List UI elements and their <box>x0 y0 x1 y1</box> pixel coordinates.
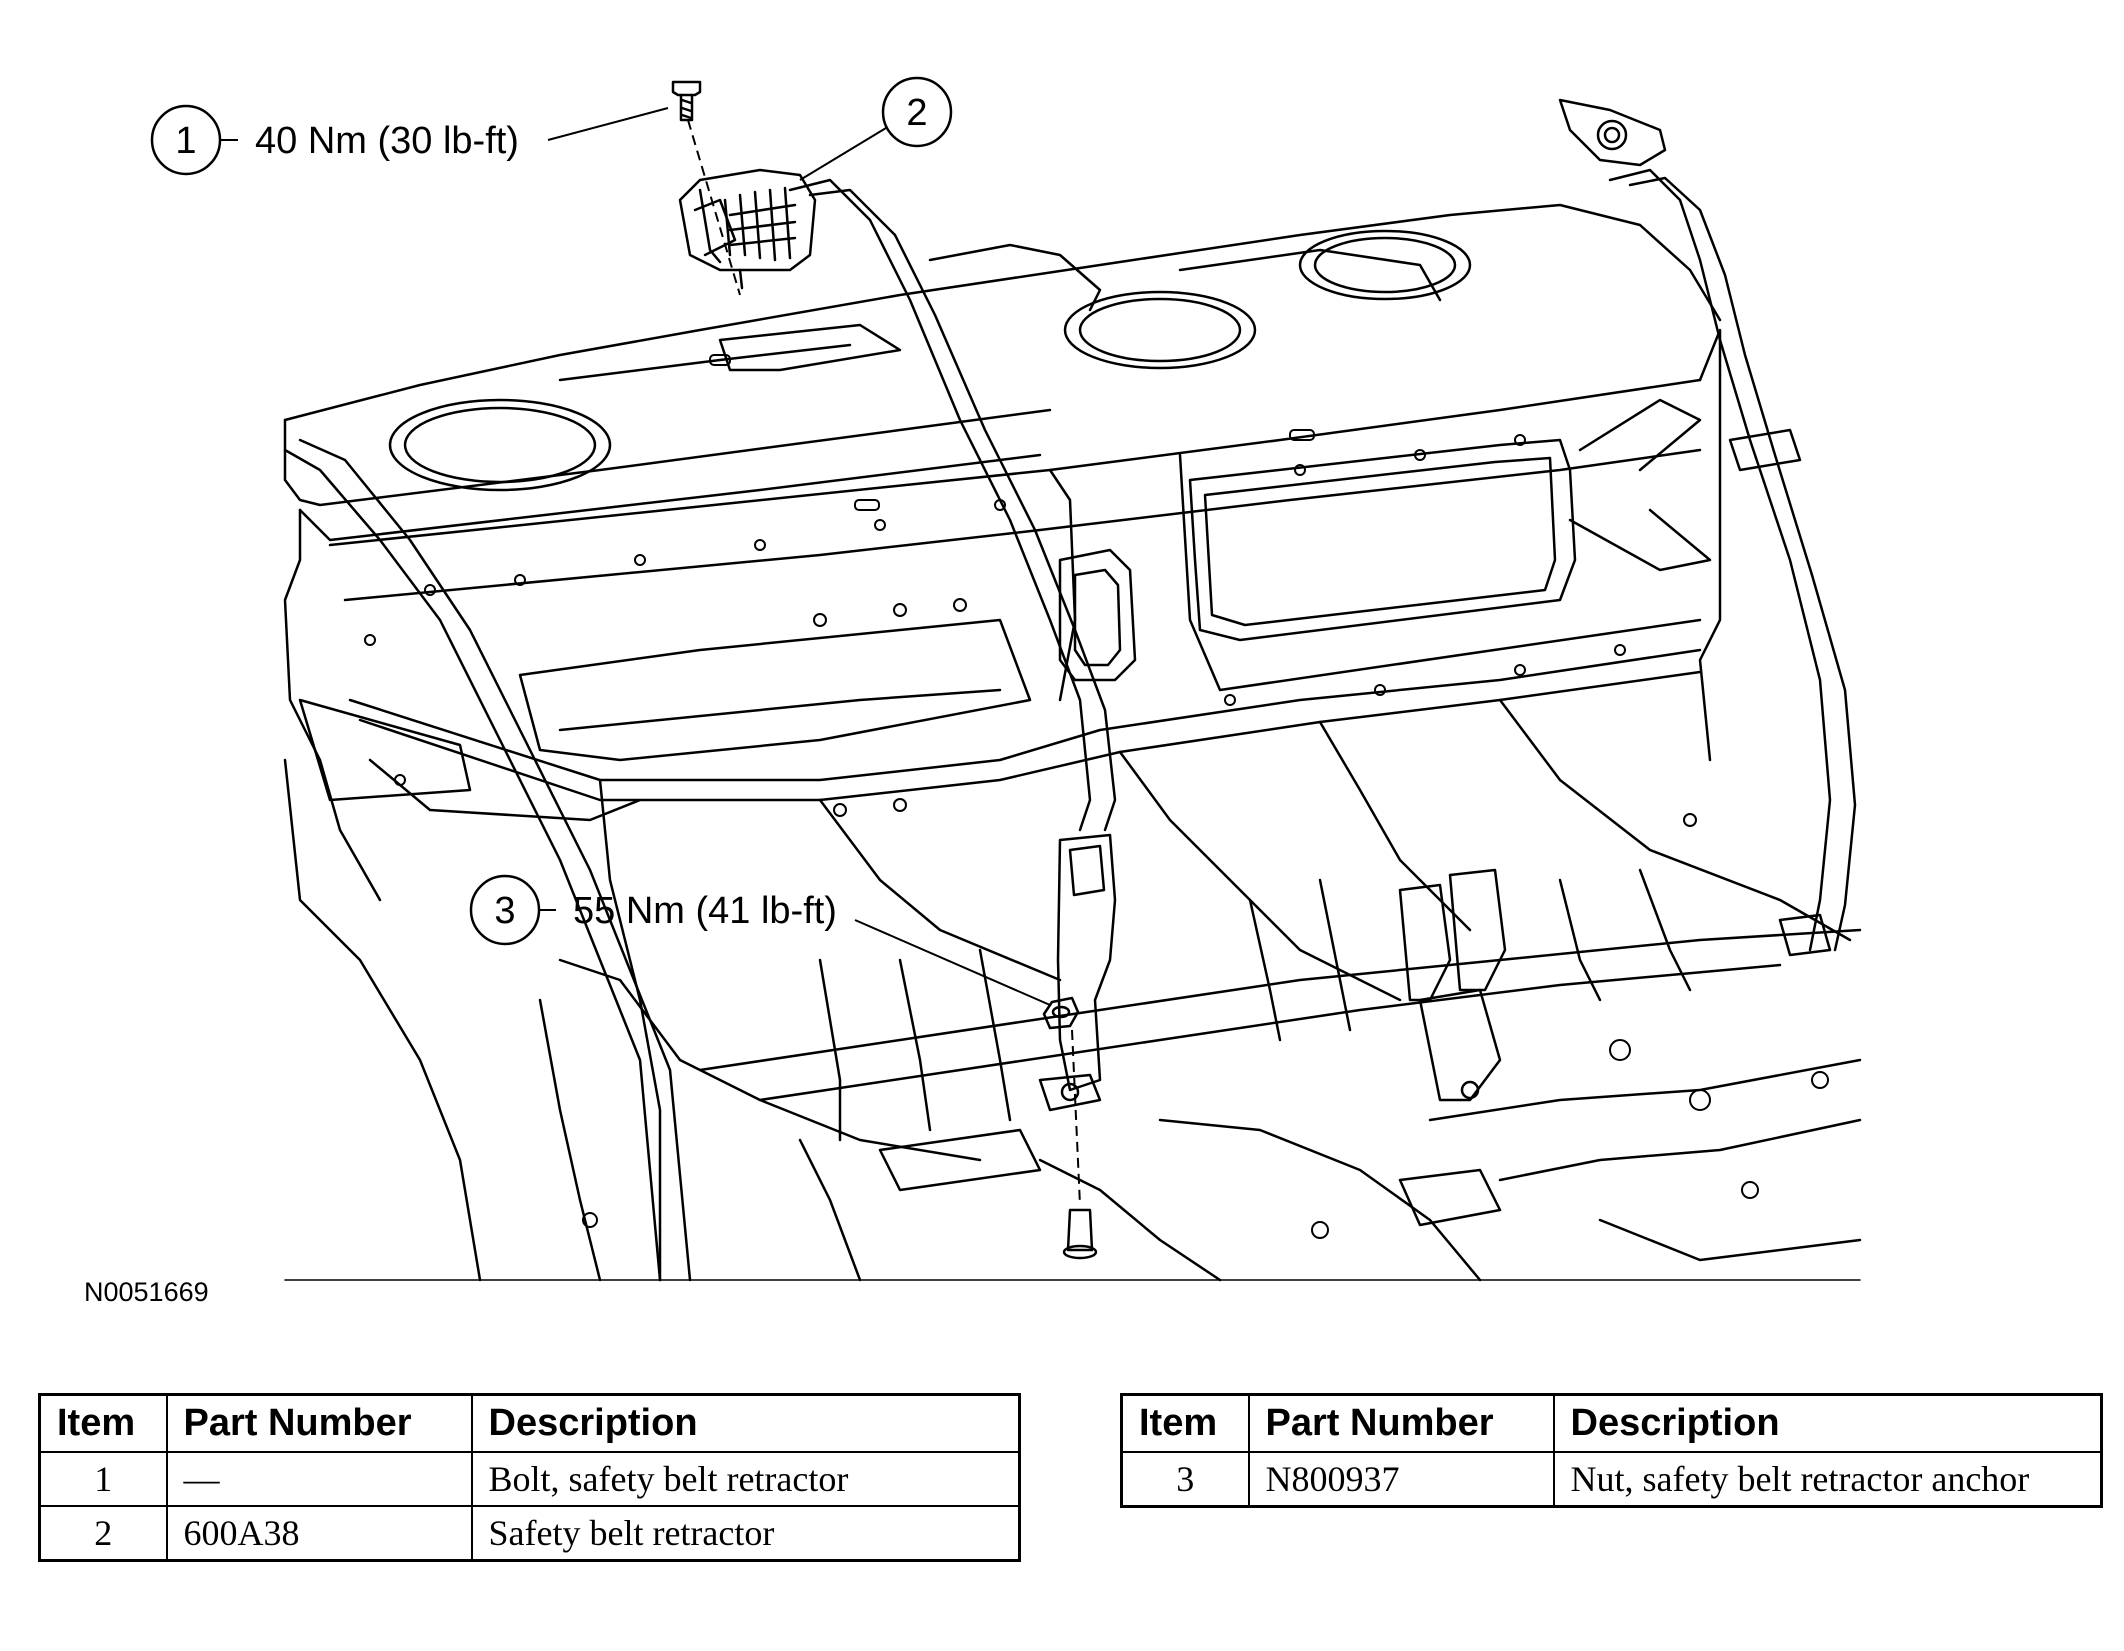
stud-dashed-axis <box>1071 1029 1081 1206</box>
left-belt-webbing <box>283 438 692 1282</box>
anchor-nut <box>1042 996 1080 1030</box>
cell-part-number: — <box>165 1451 473 1507</box>
center-buckles <box>1398 868 1507 1102</box>
table-header-row: Item Part Number Description <box>1120 1393 2103 1453</box>
table-header-row: Item Part Number Description <box>38 1393 1021 1453</box>
header-description: Description <box>470 1393 1021 1453</box>
callout-3-leader <box>854 919 1051 1006</box>
rear-floor-structure <box>283 698 1862 1282</box>
callout-3-circle <box>469 874 541 946</box>
right-belt-webbing <box>1558 98 1857 957</box>
retractor-bolt <box>671 80 702 122</box>
table-row: 3 N800937 Nut, safety belt retractor anc… <box>1120 1451 2103 1508</box>
header-part-number: Part Number <box>1247 1393 1555 1453</box>
safety-belt-retractor <box>678 168 817 290</box>
callout-1-leader <box>547 107 669 141</box>
callout-1-circle <box>150 104 222 176</box>
buckle-stalk-left <box>1038 833 1117 1112</box>
parts-table-left: Item Part Number Description 1 — Bolt, s… <box>38 1393 1021 1562</box>
cell-part-number: N800937 <box>1247 1451 1555 1508</box>
table-row: 2 600A38 Safety belt retractor <box>38 1505 1021 1562</box>
cell-item: 1 <box>38 1451 168 1507</box>
callout-3-number: 3 <box>494 890 515 932</box>
cell-description: Nut, safety belt retractor anchor <box>1552 1451 2103 1508</box>
callout-2-number: 2 <box>906 92 927 134</box>
callout-2-leader <box>799 127 887 181</box>
figure-id: N0051669 <box>84 1277 209 1307</box>
package-tray-panel <box>283 203 1722 542</box>
anchor-stud <box>1062 1208 1098 1260</box>
header-part-number: Part Number <box>165 1393 473 1453</box>
header-item: Item <box>38 1393 168 1453</box>
header-description: Description <box>1552 1393 2103 1453</box>
bolt-dashed-axis <box>687 119 741 296</box>
cell-description: Safety belt retractor <box>470 1505 1021 1562</box>
callout-3-torque: 55 Nm (41 lb-ft) <box>573 890 837 932</box>
cell-item: 3 <box>1120 1451 1250 1508</box>
callout-2-circle <box>881 76 953 148</box>
callout-1-number: 1 <box>175 120 196 162</box>
table-row: 1 — Bolt, safety belt retractor <box>38 1451 1021 1507</box>
center-belt-webbing <box>788 178 1117 832</box>
cell-description: Bolt, safety belt retractor <box>470 1451 1021 1507</box>
rear-bulkhead-panel <box>283 328 1722 902</box>
parts-table-right: Item Part Number Description 3 N800937 N… <box>1120 1393 2103 1508</box>
cell-part-number: 600A38 <box>165 1505 473 1562</box>
cell-item: 2 <box>38 1505 168 1562</box>
header-item: Item <box>1120 1393 1250 1453</box>
panel-holes <box>364 354 1829 1239</box>
callout-1-torque: 40 Nm (30 lb-ft) <box>255 120 519 162</box>
